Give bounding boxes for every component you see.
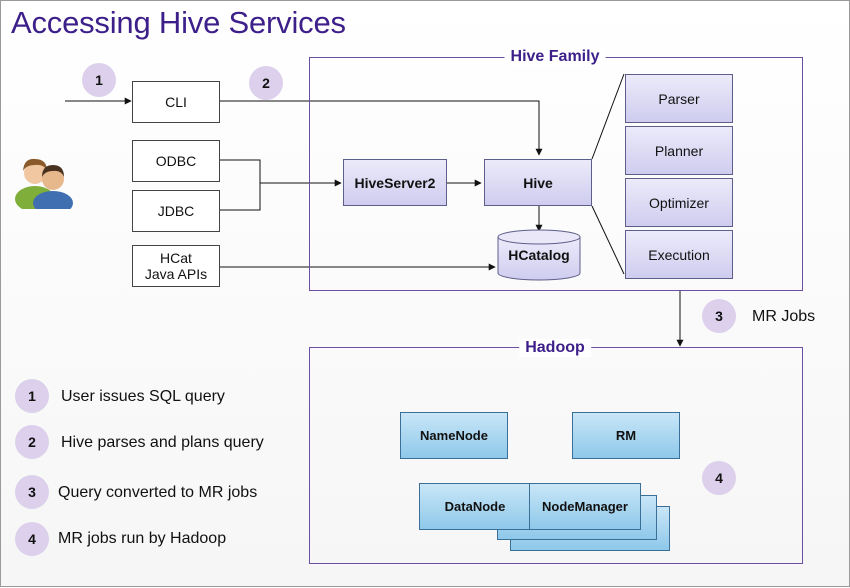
hive-fan-bottom-line — [591, 205, 625, 275]
step-marker-2: 2 — [249, 66, 283, 100]
legend-text-3: Query converted to MR jobs — [58, 484, 258, 501]
jdbc-box: JDBC — [132, 190, 220, 232]
users-icon — [11, 151, 75, 215]
hiveserver2-box: HiveServer2 — [343, 159, 447, 206]
step-marker-4: 4 — [702, 461, 736, 495]
legend-text-1: User issues SQL query — [61, 388, 225, 405]
rm-label: RM — [615, 428, 637, 443]
cli-label: CLI — [165, 94, 187, 110]
mr-jobs-label: MR Jobs — [752, 308, 816, 325]
legend-marker-2: 2 — [15, 425, 49, 459]
page-title: Accessing Hive Services — [11, 5, 346, 40]
java-apis-label: Java APIs — [144, 266, 208, 282]
odbc-label: ODBC — [155, 153, 197, 169]
hive-family-label: Hive Family — [504, 48, 606, 66]
parser-box: Parser — [625, 74, 733, 123]
execution-label: Execution — [648, 246, 710, 263]
planner-label: Planner — [654, 142, 704, 159]
hcat-label: HCat — [160, 250, 192, 266]
legend-marker-1: 1 — [15, 379, 49, 413]
hcatalog-cylinder: HCatalog — [497, 229, 581, 281]
parser-label: Parser — [658, 90, 700, 107]
planner-box: Planner — [625, 126, 733, 175]
hcat-java-apis-box: HCat Java APIs — [132, 245, 220, 287]
hiveserver2-label: HiveServer2 — [354, 174, 436, 191]
datanode-box: DataNode — [419, 483, 531, 530]
execution-box: Execution — [625, 230, 733, 279]
hive-fan-top-line — [591, 73, 625, 160]
datanode-label: DataNode — [444, 499, 506, 514]
nodemanager-label: NodeManager — [542, 499, 628, 514]
odbc-box: ODBC — [132, 140, 220, 182]
jdbc-label: JDBC — [157, 203, 195, 219]
hive-label: Hive — [523, 174, 553, 191]
legend-marker-3: 3 — [15, 475, 49, 509]
hcatalog-label: HCatalog — [508, 247, 570, 263]
nodemanager-box: NodeManager — [529, 483, 641, 530]
legend-text-4: MR jobs run by Hadoop — [58, 530, 227, 547]
hadoop-label: Hadoop — [519, 339, 591, 357]
rm-box: RM — [572, 412, 680, 459]
hive-box: Hive — [484, 159, 592, 206]
legend-marker-4: 4 — [15, 522, 49, 556]
step-marker-1: 1 — [82, 63, 116, 97]
optimizer-box: Optimizer — [625, 178, 733, 227]
odbc-jdbc-bracket — [220, 159, 261, 211]
optimizer-label: Optimizer — [649, 194, 709, 211]
legend-text-2: Hive parses and plans query — [61, 434, 264, 451]
step-marker-3: 3 — [702, 299, 736, 333]
cli-box: CLI — [132, 81, 220, 123]
cli-to-hive-arrow — [220, 100, 543, 156]
namenode-box: NameNode — [400, 412, 508, 459]
namenode-label: NameNode — [420, 428, 488, 443]
